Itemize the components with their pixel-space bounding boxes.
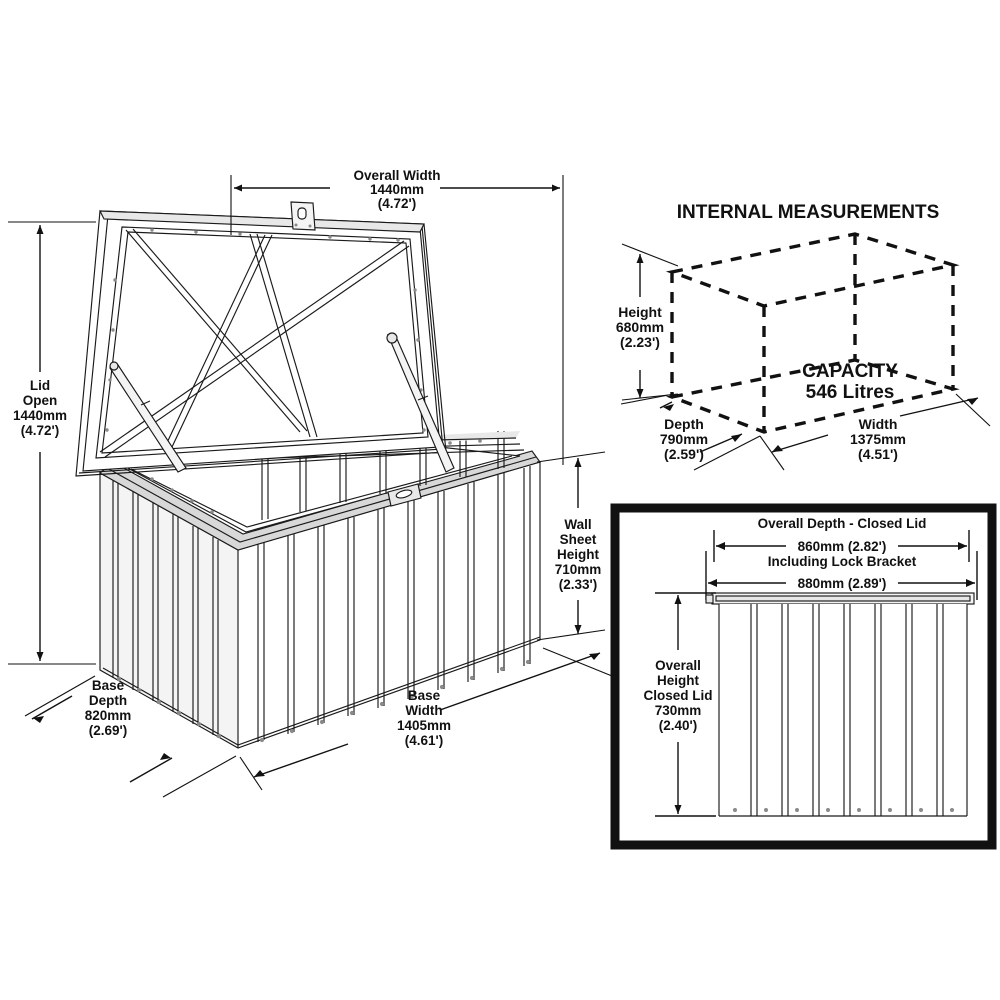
wall-height-label-3: Height [557, 547, 600, 562]
capacity-label: CAPACITY [802, 361, 898, 382]
lid-open-mm: 1440mm [13, 408, 67, 423]
overall-width-mm: 1440mm [370, 182, 424, 197]
overall-width-ft: (4.72') [378, 196, 416, 211]
dim-overall-height-closed: Overall Height Closed Lid 730mm (2.40') [643, 592, 716, 817]
wall-height-ft: (2.33') [559, 577, 597, 592]
dim-lid-open: Lid Open 1440mm (4.72') [8, 221, 96, 665]
overall-width-label: Overall Width [354, 168, 441, 183]
side-elevation-screws [733, 808, 954, 812]
base-width-mm: 1405mm [397, 718, 451, 733]
overall-height-ft: (2.40') [659, 718, 697, 733]
overall-depth-title: Overall Depth - Closed Lid [758, 516, 927, 531]
screws-bottom-right [259, 659, 531, 743]
internal-measurements-title: INTERNAL MEASUREMENTS [677, 202, 940, 223]
base-width-label-1: Base [408, 688, 441, 703]
body-lock-bracket [387, 483, 422, 507]
internal-depth-ft: (2.59') [664, 446, 704, 462]
side-elevation-drawing [705, 592, 975, 817]
base-depth-label-1: Base [92, 678, 125, 693]
base-width-ft: (4.61') [405, 733, 443, 748]
dim-overall-depth-closed: Overall Depth - Closed Lid 860mm (2.82') [713, 516, 970, 562]
lid-lock-plate [290, 201, 316, 231]
internal-height-label: Height [618, 304, 662, 320]
base-width-label-2: Width [405, 703, 442, 718]
screws-bottom-left [116, 676, 222, 739]
capacity-value: 546 Litres [806, 382, 895, 403]
wall-height-label-1: Wall [564, 517, 591, 532]
internal-depth-label: Depth [664, 416, 704, 432]
dim-base-width: Base Width 1405mm (4.61') [239, 647, 613, 791]
dim-lock-bracket: Including Lock Bracket 880mm (2.89') [705, 551, 978, 600]
overall-height-label-2: Height [657, 673, 700, 688]
dim-internal-depth: Depth 790mm (2.59') [620, 393, 761, 471]
internal-wireframe-box [665, 232, 960, 434]
internal-height-mm: 680mm [616, 319, 664, 335]
lid-open-label-1: Lid [30, 378, 50, 393]
internal-measurements-view: INTERNAL MEASUREMENTS CAPACITY 546 Litre… [616, 202, 991, 471]
lock-bracket-value: 880mm (2.89') [798, 576, 887, 591]
wall-height-mm: 710mm [555, 562, 602, 577]
internal-depth-mm: 790mm [660, 431, 708, 447]
main-isometric-drawing [75, 201, 541, 749]
dim-wall-sheet-height: Wall Sheet Height 710mm (2.33') [536, 451, 606, 641]
overall-height-label-3: Closed Lid [643, 688, 712, 703]
internal-width-label: Width [859, 416, 898, 432]
main-view-dimensions: Overall Width 1440mm (4.72') Lid Open 14… [8, 168, 613, 798]
base-depth-ft: (2.69') [89, 723, 127, 738]
right-face-ribs [257, 466, 531, 742]
dim-overall-width: Overall Width 1440mm (4.72') [230, 168, 564, 465]
internal-height-ft: (2.23') [620, 334, 660, 350]
internal-width-mm: 1375mm [850, 431, 906, 447]
internal-width-ft: (4.51') [858, 446, 898, 462]
dim-internal-height: Height 680mm (2.23') [616, 243, 679, 401]
lid-open-ft: (4.72') [21, 423, 59, 438]
box-interior-back-wall [261, 431, 505, 520]
side-elevation-ribs [750, 604, 944, 816]
gas-struts [109, 332, 455, 473]
overall-height-label-1: Overall [655, 658, 701, 673]
lock-bracket-title: Including Lock Bracket [768, 554, 917, 569]
overall-depth-value: 860mm (2.82') [798, 539, 887, 554]
wall-height-label-2: Sheet [560, 532, 597, 547]
lid-open-label-2: Open [23, 393, 58, 408]
side-elevation-panel: Overall Depth - Closed Lid 860mm (2.82')… [610, 503, 997, 850]
dim-base-depth: Base Depth 820mm (2.69') [24, 675, 237, 798]
left-face-ribs [112, 480, 219, 738]
dim-internal-width: Width 1375mm (4.51') [759, 393, 991, 471]
base-depth-mm: 820mm [85, 708, 132, 723]
base-depth-label-2: Depth [89, 693, 127, 708]
overall-height-mm: 730mm [655, 703, 702, 718]
